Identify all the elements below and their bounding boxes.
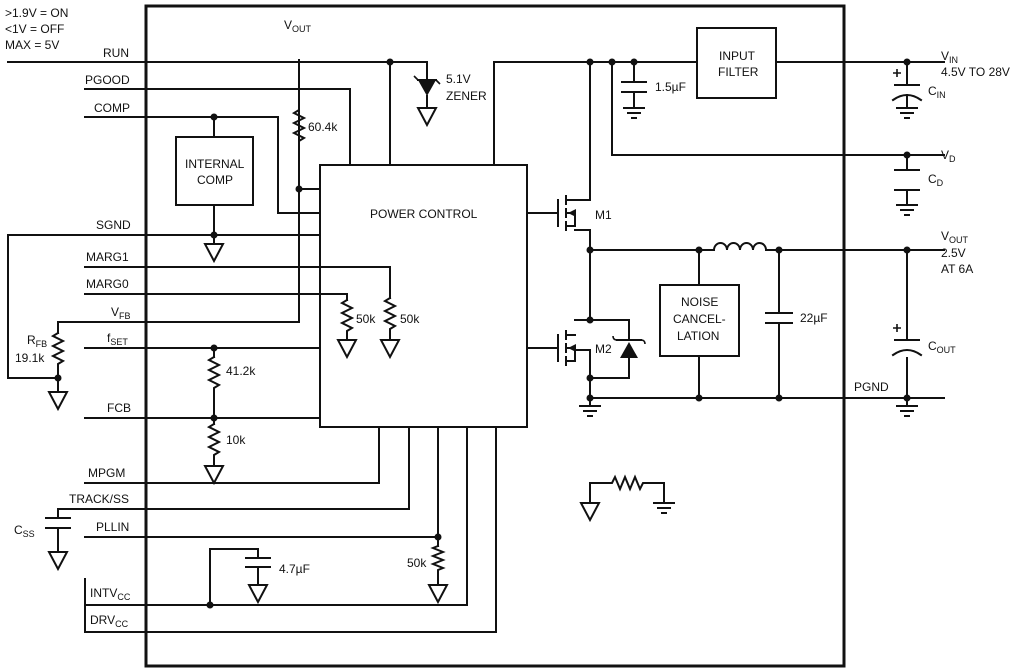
input-filter-label-2: FILTER <box>718 65 759 79</box>
run-off-label: <1V = OFF <box>5 22 64 36</box>
resistor-legend <box>589 474 665 504</box>
capacitor-4u7 <box>245 557 271 568</box>
resistor-rfb <box>50 331 66 366</box>
noise-cancel-label-1: NOISE <box>681 295 718 309</box>
power-wires <box>493 58 945 407</box>
capacitor-css <box>45 517 71 529</box>
cd-label: CD <box>928 172 944 188</box>
vout-voltage-label: 2.5V <box>941 246 966 260</box>
inductor <box>712 242 768 252</box>
pin-sgnd-label: SGND <box>96 218 131 232</box>
pin-fset-label: fSET <box>107 331 128 347</box>
pin-pllin-label: PLLIN <box>96 520 129 534</box>
pin-marg0-label: MARG0 <box>86 277 129 291</box>
module-outline <box>144 4 846 668</box>
resistor-pllin-50k <box>430 544 446 573</box>
run-max-label: MAX = 5V <box>5 38 59 52</box>
run-on-label: >1.9V = ON <box>5 6 68 20</box>
pin-run-label: RUN <box>103 46 129 60</box>
internal-comp-label-2: COMP <box>197 173 233 187</box>
resistor-41k2 <box>206 355 222 393</box>
r-marg1-label: 50k <box>400 312 420 326</box>
cap-4u7-label: 4.7µF <box>279 562 310 576</box>
cap-1u5-label: 1.5µF <box>655 80 686 94</box>
pin-drvcc-label: DRVCC <box>90 613 129 629</box>
internal-comp-label-1: INTERNAL <box>185 157 245 171</box>
internal-comp-block <box>175 136 254 206</box>
capacitor-cin <box>891 69 923 109</box>
cap-22u-label: 22µF <box>800 311 828 325</box>
schottky-diode <box>612 335 646 358</box>
vin-label: VIN <box>941 49 958 65</box>
r-fset-label: 41.2k <box>226 364 256 378</box>
zener-label-2: ZENER <box>446 89 487 103</box>
power-control-label: POWER CONTROL <box>370 207 478 221</box>
capacitor-cout <box>891 324 923 357</box>
r-fcb-label: 10k <box>226 433 246 447</box>
pin-vfb-label: VFB <box>111 305 131 321</box>
vd-label: VD <box>941 148 956 164</box>
vin-range-label: 4.5V TO 28V <box>941 65 1010 79</box>
css-label: CSS <box>14 523 35 539</box>
resistor-marg1-50k <box>382 296 398 341</box>
zener-diode <box>413 75 441 109</box>
power-control-block <box>319 164 528 428</box>
mosfet-m1 <box>557 195 576 231</box>
resistor-10k <box>206 422 222 457</box>
pin-marg1-label: MARG1 <box>86 250 129 264</box>
resistor-marg0-50k <box>339 298 355 341</box>
pin-comp-label: COMP <box>94 101 130 115</box>
ground-symbols <box>47 107 918 605</box>
rfb-label: RFB <box>27 333 47 349</box>
vout-current-label: AT 6A <box>941 262 973 276</box>
resistor-60k4 <box>291 59 307 190</box>
m1-label: M1 <box>595 208 612 222</box>
r-marg0-label: 50k <box>356 312 376 326</box>
pin-fcb-label: FCB <box>107 401 131 415</box>
rfb-value-label: 19.1k <box>15 351 45 365</box>
r-60k4-label: 60.4k <box>308 120 338 134</box>
capacitor-cd <box>894 169 920 191</box>
r-pllin-label: 50k <box>407 556 427 570</box>
noise-cancel-label-3: LATION <box>677 329 719 343</box>
mosfet-m2 <box>557 330 576 366</box>
zener-label-1: 5.1V <box>446 72 471 86</box>
pin-pgood-label: PGOOD <box>85 73 130 87</box>
vout-label: VOUT <box>941 229 969 245</box>
input-filter-label-1: INPUT <box>719 49 756 63</box>
noise-cancel-label-2: CANCEL- <box>673 312 726 326</box>
pin-pgnd-label: PGND <box>854 380 889 394</box>
m2-label: M2 <box>595 342 612 356</box>
input-filter-block <box>696 27 777 99</box>
vout-top-label: VOUT <box>284 18 312 34</box>
pin-track-ss-label: TRACK/SS <box>69 492 129 506</box>
pin-mpgm-label: MPGM <box>88 466 125 480</box>
pin-intvcc-label: INTVCC <box>90 586 131 602</box>
cout-label: COUT <box>928 339 956 355</box>
cin-label: CIN <box>928 84 946 100</box>
